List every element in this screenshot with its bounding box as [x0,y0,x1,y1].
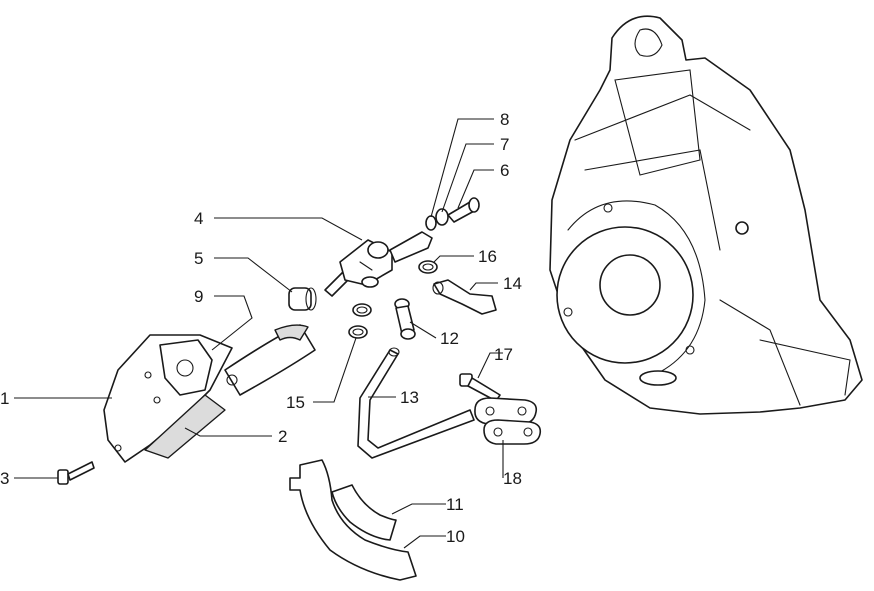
callout-labels: 1 2 3 4 5 6 7 8 9 10 11 12 13 14 15 16 1… [0,110,522,546]
part-11-insert [331,484,397,541]
callout-11: 11 [446,495,464,514]
flywheel-cover [549,15,863,415]
part-16-clamp [418,260,438,274]
part-17-bolt [459,373,501,402]
part-13-pipe [357,347,475,459]
part-2-pad [144,394,226,459]
part-10-cover [289,459,417,581]
callout-16: 16 [478,247,497,266]
callout-5: 5 [194,249,203,268]
callout-7: 7 [500,135,509,154]
leader-lines [14,118,504,549]
part-18-gasket [474,397,542,445]
callout-14: 14 [503,274,522,293]
callout-12: 12 [440,329,459,348]
callout-10: 10 [446,527,465,546]
callout-8: 8 [500,110,509,129]
part-7-washer [435,208,449,226]
part-12-elbow [394,298,416,340]
part-6-screw [447,197,480,223]
callout-17: 17 [494,345,513,364]
part-5-bushing [288,287,317,311]
part-4-fitting [324,231,433,297]
callout-6: 6 [500,161,509,180]
callout-15: 15 [286,393,305,412]
part-8-washer [425,215,437,231]
callout-18: 18 [503,469,522,488]
callout-4: 4 [194,209,203,228]
part-14-hose [432,279,497,315]
callout-13: 13 [400,388,419,407]
part-9-seal [224,324,316,396]
callout-9: 9 [194,287,203,306]
part-15-clamps [348,276,379,339]
callout-1: 1 [0,389,9,408]
part-1-bracket [103,334,233,463]
part-3-screw [57,461,95,485]
callout-3: 3 [0,469,9,488]
callout-2: 2 [278,427,287,446]
